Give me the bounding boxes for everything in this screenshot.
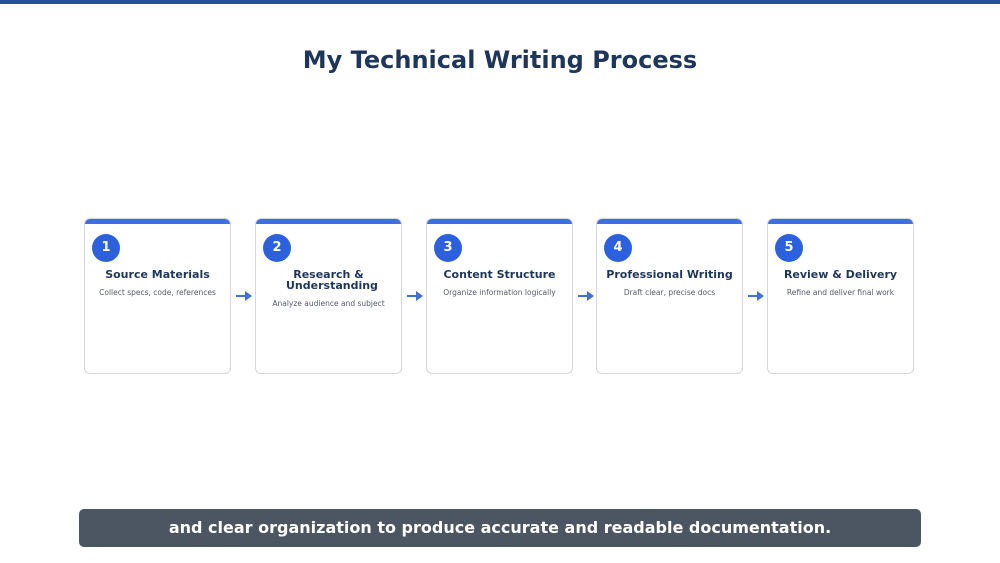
step-title: Review & Delivery <box>783 268 898 281</box>
step-title: Content Structure <box>443 268 556 281</box>
card-accent-bar <box>597 219 742 224</box>
step-description: Draft clear, precise docs <box>623 288 716 297</box>
step-number-badge: 5 <box>775 234 803 262</box>
step-description: Refine and deliver final work <box>786 288 895 297</box>
arrow-right-icon <box>407 291 423 301</box>
step-card-3: 3 Content Structure Organize information… <box>426 218 573 374</box>
step-title: Research & Understanding <box>286 268 378 292</box>
card-accent-bar <box>427 219 572 224</box>
step-number-badge: 4 <box>604 234 632 262</box>
arrow-right-icon <box>236 291 252 301</box>
card-accent-bar <box>85 219 230 224</box>
arrow-right-icon <box>748 291 764 301</box>
arrow-right-icon <box>578 291 594 301</box>
top-accent-bar <box>0 0 1000 4</box>
step-title: Professional Writing <box>606 268 733 281</box>
step-description: Organize information logically <box>443 288 556 297</box>
step-number-badge: 3 <box>434 234 462 262</box>
footer-banner: and clear organization to produce accura… <box>79 509 921 547</box>
card-accent-bar <box>256 219 401 224</box>
step-title: Source Materials <box>105 268 210 281</box>
step-description: Collect specs, code, references <box>99 288 216 297</box>
step-description: Analyze audience and subject <box>272 299 385 308</box>
step-number-badge: 2 <box>263 234 291 262</box>
step-card-2: 2 Research & Understanding Analyze audie… <box>255 218 402 374</box>
page-title: My Technical Writing Process <box>302 46 698 74</box>
step-number-badge: 1 <box>92 234 120 262</box>
card-accent-bar <box>768 219 913 224</box>
step-card-4: 4 Professional Writing Draft clear, prec… <box>596 218 743 374</box>
step-card-5: 5 Review & Delivery Refine and deliver f… <box>767 218 914 374</box>
step-card-1: 1 Source Materials Collect specs, code, … <box>84 218 231 374</box>
